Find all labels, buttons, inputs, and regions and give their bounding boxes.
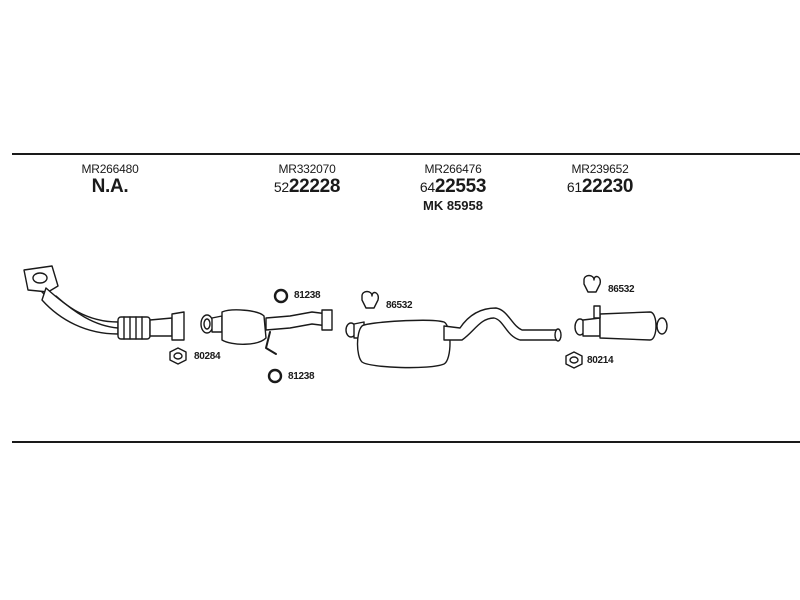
- gasket-front-icon: [169, 347, 187, 365]
- gasket-rear-icon: [565, 351, 583, 369]
- part-number: 5222228: [273, 176, 341, 197]
- callout-ring-lower: 81238: [288, 371, 315, 382]
- column-middle-silencer: MR266476 6422553 MK 85958: [408, 162, 498, 214]
- callout-hanger-mid: 86532: [386, 300, 413, 311]
- catalyst: [200, 309, 333, 355]
- rear-silencer: [574, 305, 668, 341]
- callout-gasket-rear: 80214: [587, 355, 614, 366]
- callout-hanger-rear: 86532: [608, 284, 635, 295]
- oem-number: MR239652: [571, 162, 629, 176]
- ring-upper-icon: [273, 288, 289, 304]
- callout-gasket-front: 80284: [194, 351, 221, 362]
- hanger-rear-icon: [583, 274, 602, 293]
- part-number: 6422553: [419, 176, 487, 197]
- top-rule: [12, 153, 800, 155]
- column-front-pipe: MR266480 N.A.: [70, 162, 150, 198]
- oem-number: MR332070: [278, 162, 336, 176]
- column-rear-silencer: MR239652 6122230: [555, 162, 645, 198]
- bottom-rule: [12, 441, 800, 443]
- part-number: N.A.: [91, 176, 129, 197]
- hanger-mid-icon: [361, 290, 380, 309]
- part-number: 6122230: [566, 176, 634, 197]
- mounting-kit-number: MK 85958: [423, 198, 483, 213]
- column-catalyst: MR332070 5222228: [262, 162, 352, 198]
- oem-number: MR266476: [424, 162, 482, 176]
- oem-number: MR266480: [81, 162, 139, 176]
- middle-silencer: [345, 307, 562, 369]
- ring-lower-icon: [267, 368, 283, 384]
- front-pipe: [23, 265, 185, 341]
- callout-ring-upper: 81238: [294, 290, 321, 301]
